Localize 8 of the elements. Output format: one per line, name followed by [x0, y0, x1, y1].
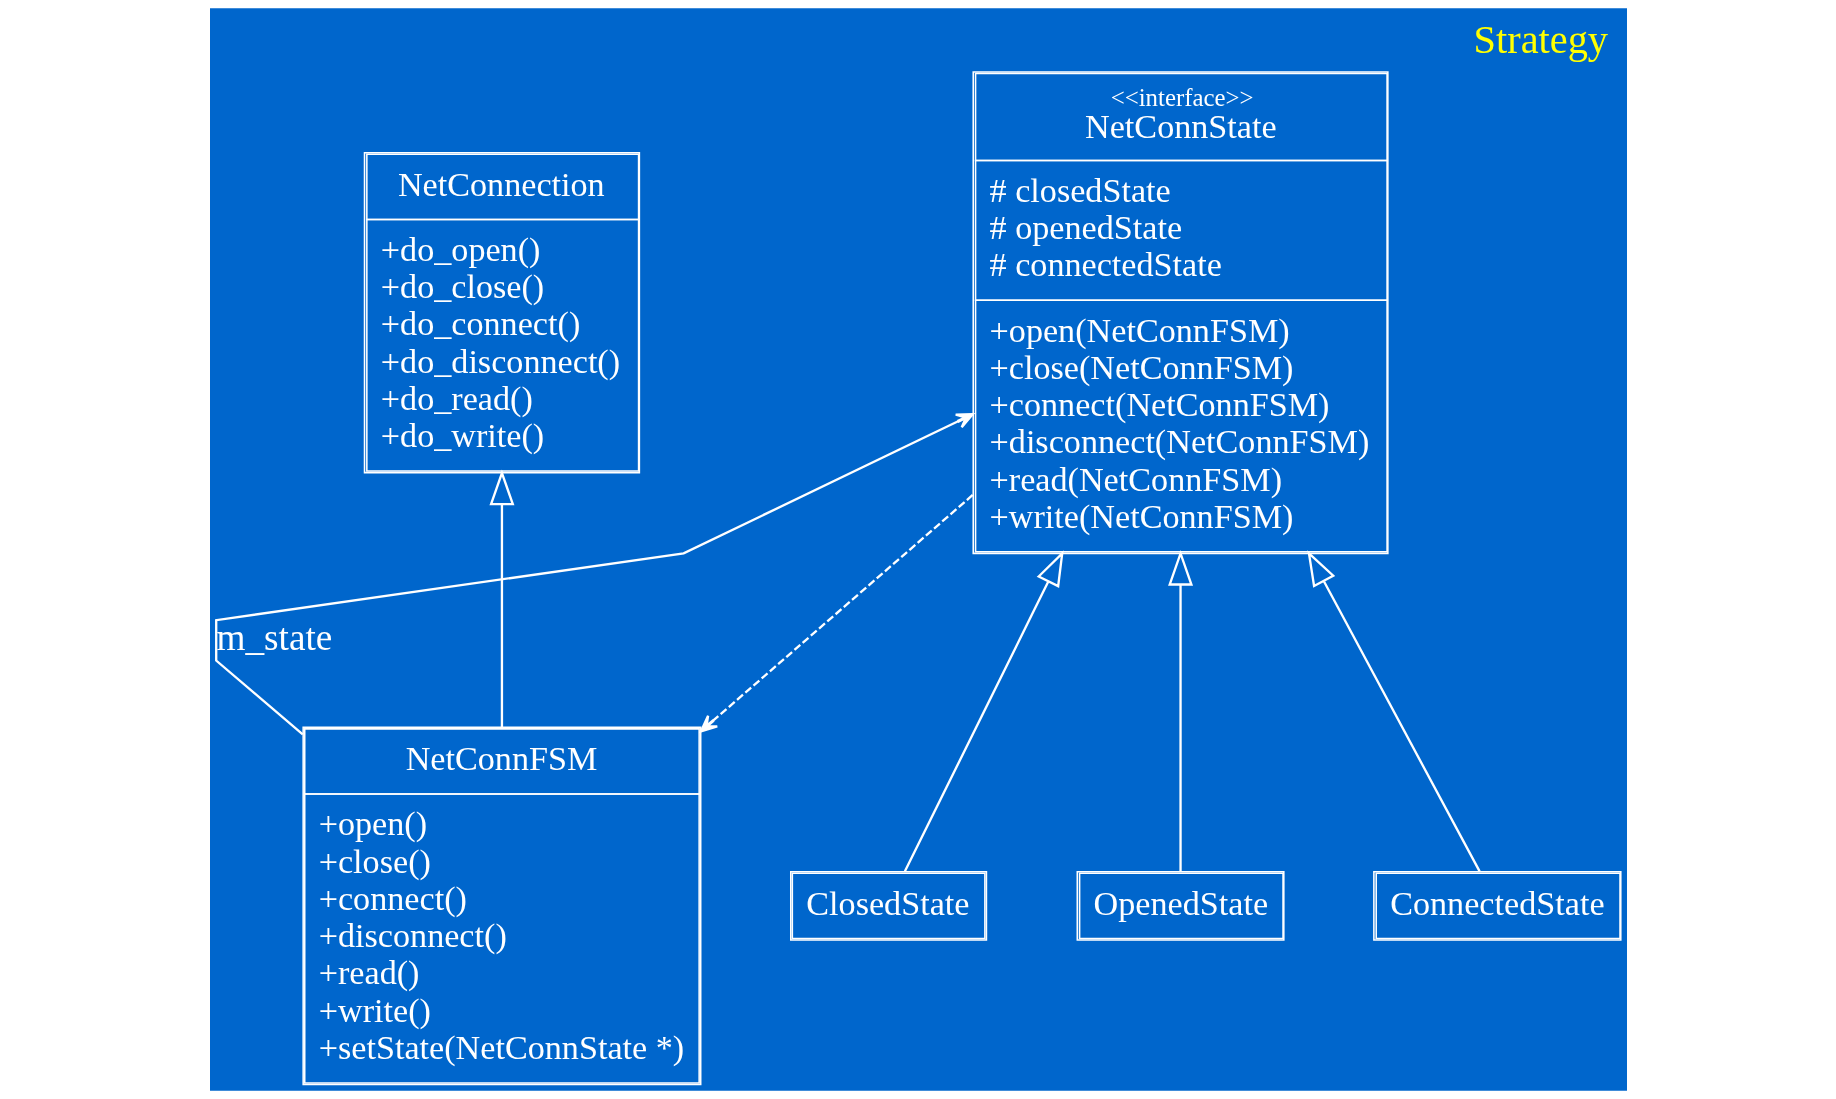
arrow — [488, 469, 514, 728]
diagram-title: Strategy — [1473, 17, 1608, 63]
arrow — [1306, 550, 1481, 872]
arrow — [214, 413, 974, 736]
arrow — [1167, 549, 1193, 872]
edge-label: m_state — [216, 616, 332, 658]
arrow — [903, 550, 1064, 872]
arrow — [699, 494, 973, 733]
